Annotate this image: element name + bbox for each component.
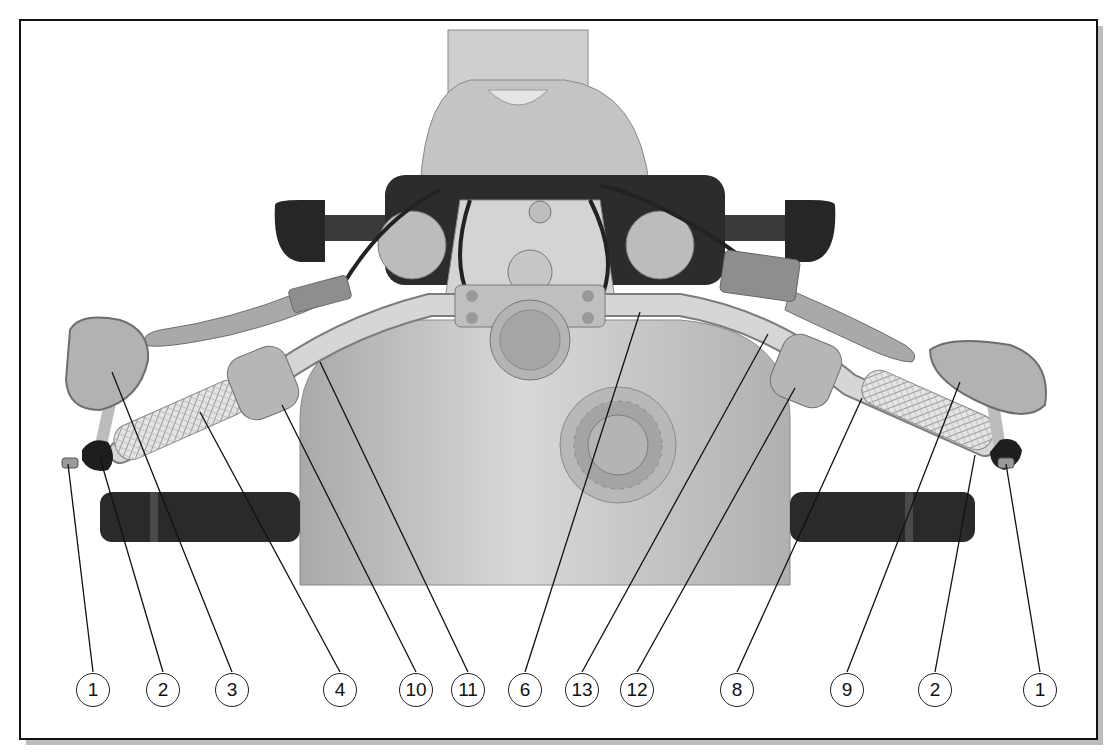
callout-number: 8 [720,673,754,707]
slider-ring [905,492,913,542]
indicator-lamp [785,200,835,262]
bar-tube [120,305,985,452]
callout-number: 2 [146,673,180,707]
leader-line [637,388,795,672]
callout-number: 9 [830,673,864,707]
slider-left [100,492,300,542]
leader-line [1006,464,1040,672]
callout-number: 4 [323,673,357,707]
brake-master-cylinder [719,250,800,302]
leader-line [100,458,163,672]
callout-number: 13 [565,673,599,707]
bar-end-weight [82,440,113,471]
clamp-bolt [582,290,594,302]
leader-line [68,464,93,672]
leader-line [582,334,768,672]
leader-line [320,362,468,672]
bar-outline [120,305,985,452]
callout-number: 11 [451,673,485,707]
callout-number: 6 [508,673,542,707]
leader-line [935,455,975,672]
slider-ring [150,492,158,542]
speedometer [490,300,570,380]
switch-housings [222,329,847,425]
leader-line [200,412,340,672]
right-switch-housing [765,329,847,413]
indicator-lamp [275,200,325,262]
clamp-bolt [466,312,478,324]
headlight-cowl [420,80,650,190]
bolt [529,201,551,223]
slider-right [790,492,975,542]
leader-line [525,312,640,672]
right-mirror [930,341,1046,414]
callout-number: 1 [1023,673,1057,707]
frame-sliders [100,492,975,542]
cable [340,190,440,290]
callout-number: 1 [76,673,110,707]
left-switch-housing [222,341,304,425]
leader-line [282,405,416,672]
frame-border [20,20,1097,739]
leader-line [112,372,232,672]
mirrors [66,318,1046,450]
indicator-stalk [715,215,795,241]
bar-ends [62,439,1022,471]
callout-number: 12 [620,673,654,707]
leader-line [737,398,862,672]
steering-head [420,30,650,190]
callout-number: 10 [399,673,433,707]
callout-number: 2 [918,673,952,707]
fuel-cap-ring [560,387,676,503]
bar-end-screw [62,458,78,468]
callout-number: 3 [215,673,249,707]
fork-cap [378,211,446,279]
leader-lines [68,312,1040,672]
stem-opening [488,90,548,105]
clamp-bolt [466,290,478,302]
left-mirror [66,318,148,410]
handlebar [120,285,985,452]
speedometer-face [500,310,560,370]
clutch-perch [288,275,352,314]
clamp-bolt [582,312,594,324]
